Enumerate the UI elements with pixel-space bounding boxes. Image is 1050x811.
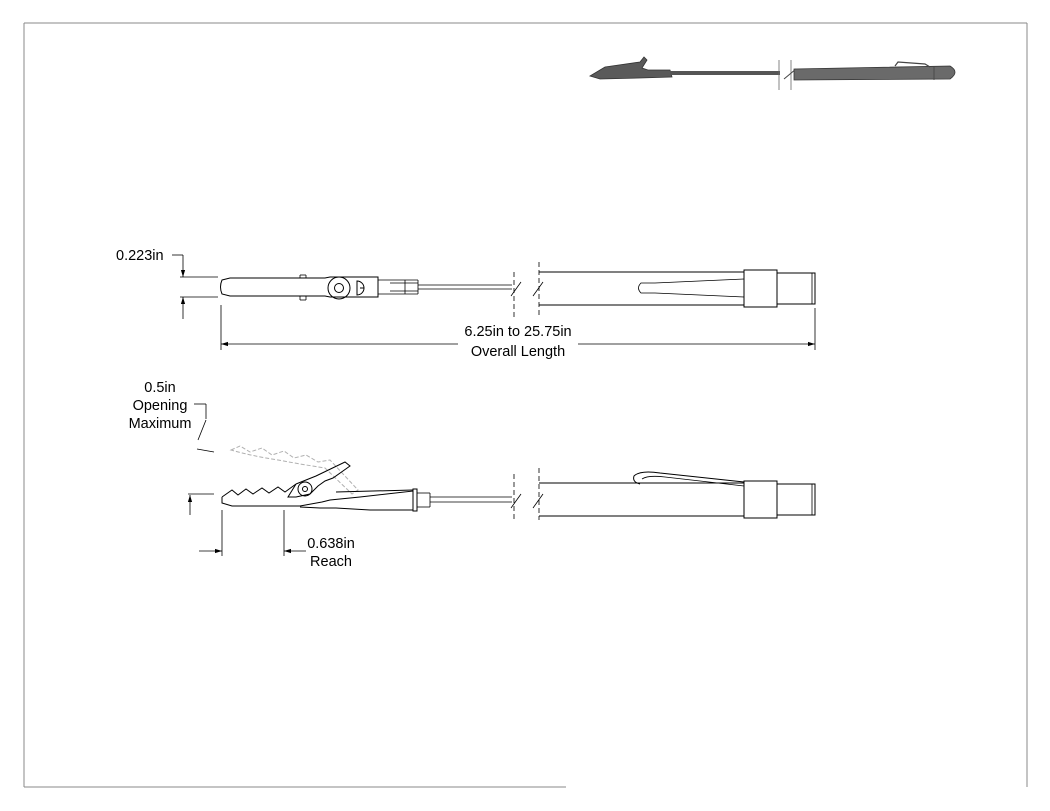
side-view (221, 445, 816, 520)
overall-length-value: 6.25in to 25.75in (464, 324, 571, 340)
isometric-view (589, 56, 956, 90)
dimension-overall-length: 6.25in to 25.75in Overall Length (220, 305, 816, 360)
top-view (220, 262, 816, 318)
sheet-border (23, 22, 1028, 788)
dimension-opening: 0.5in Opening Maximum (129, 380, 215, 515)
reach-label: Reach (310, 554, 352, 570)
reach-value: 0.638in (307, 536, 355, 552)
overall-length-label: Overall Length (471, 344, 565, 360)
dimension-height: 0.223in (116, 248, 218, 319)
height-dimension-label: 0.223in (116, 248, 164, 264)
opening-label-1: Opening (133, 398, 188, 414)
opening-label-2: Maximum (129, 416, 192, 432)
opening-value: 0.5in (144, 380, 175, 396)
dimension-reach: 0.638in Reach (199, 510, 355, 570)
